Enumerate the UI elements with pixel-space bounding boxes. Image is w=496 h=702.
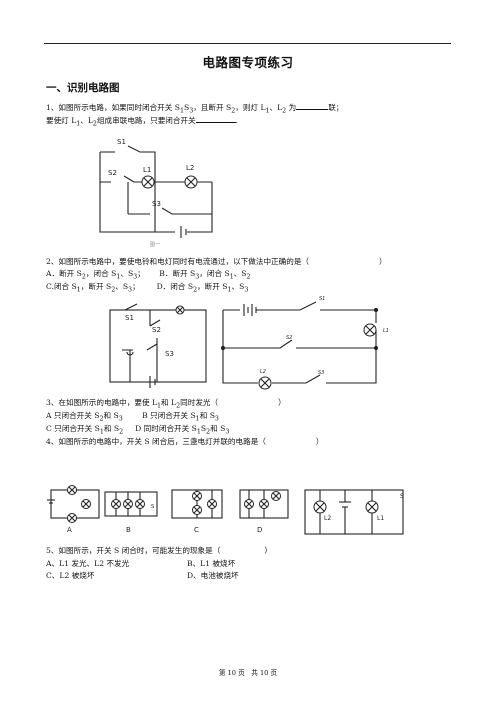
header-rule — [44, 43, 451, 44]
label-s2: S2 — [108, 169, 117, 177]
label-s2: S2 — [286, 335, 292, 341]
label-s3: S3 — [318, 370, 324, 376]
q3-options-ab: A 只闭合开关 S2和 S3 B 只闭合开关 S1和 S3 — [46, 411, 219, 423]
label-s1: S1 — [125, 314, 134, 322]
answer-blank[interactable] — [296, 101, 329, 110]
q1-line1: 1、如图所示电路，如果同时闭合开关 S1S3，且断开 S2，则灯 L1、L2 为… — [46, 101, 344, 115]
page-footer: 第 10 页 共 10 页 — [218, 669, 278, 677]
q2-options-cd: C.闭合 S1，断开 S2、S3； D．闭合 S2，断开 S1、S3 — [46, 282, 249, 294]
label-s3: S3 — [152, 200, 161, 208]
q2-stem: 2、如图所示电路中，要使电铃和电灯同时有电流通过，以下做法中正确的是（） — [46, 257, 387, 266]
q2-options-ab: A．断开 S2，闭合 S1、S3； B．断开 S3，闭合 S1、S2 — [46, 269, 251, 281]
label-l2: L2 — [186, 164, 194, 172]
page-title: 电路图专项练习 — [202, 55, 294, 70]
q3-stem: 3、在如图所示的电路中，要使 L1和 L2同时发光（） — [46, 398, 286, 410]
q4-stem: 4、如图所示的电路中，开关 S 闭合后，三盏电灯并联的电路是（） — [46, 437, 324, 446]
q5-stem: 5、如图所示，开关 S 闭合时，可能发生的现象是（） — [46, 546, 272, 555]
answer-blank[interactable] — [195, 114, 236, 123]
option-d-label: D — [257, 526, 262, 534]
label-s2: S2 — [152, 326, 161, 334]
label-s3: S3 — [165, 350, 174, 358]
q2-circuit-right: S1 S2 S3 L1 L2 — [220, 296, 389, 390]
option-b-label: B — [126, 526, 131, 534]
q2-circuit-left: S1 S2 S3 — [109, 303, 207, 388]
label-l1: L1 — [143, 166, 151, 174]
figure-caption: 图一 — [150, 242, 160, 248]
section-heading: 一、识别电路图 — [46, 82, 120, 94]
q3-options-cd: C 只闭合开关 S1和 S2 D 同时闭合开关 S1S2和 S3 — [46, 424, 230, 436]
label-s1: S1 — [117, 138, 126, 146]
label-l2: L2 — [260, 369, 266, 375]
label-s1: S1 — [319, 296, 325, 302]
q1-circuit: S1 S2 L1 L2 S3 图一 — [99, 138, 213, 248]
q1-line2: 要使灯 L1、L2组成串联电路，只要闭合开关. — [46, 114, 239, 128]
q4-circuits: A S B C D L2 L1 S — [47, 485, 404, 535]
label-s: S — [400, 493, 404, 500]
label-l1: L1 — [383, 328, 389, 334]
label-l1: L1 — [377, 515, 384, 522]
switch-label: S — [151, 504, 154, 510]
option-c-label: C — [194, 526, 199, 534]
option-a-label: A — [67, 526, 72, 534]
label-l2: L2 — [324, 515, 331, 522]
